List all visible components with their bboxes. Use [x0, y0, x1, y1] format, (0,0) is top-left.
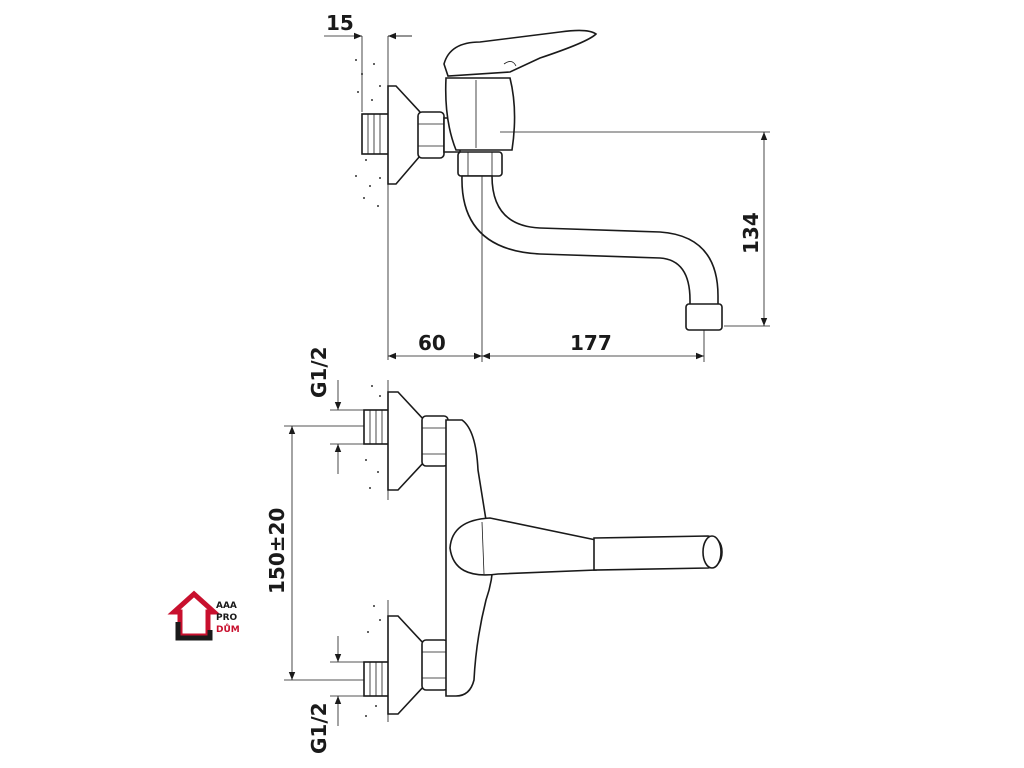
logo-line-3: DŮM — [216, 623, 240, 635]
wall-hatch-side — [355, 59, 381, 207]
dim-inlet-spacing: 150±20 — [265, 508, 289, 594]
front-view: G1/2 G1/2 150±20 — [265, 346, 723, 754]
dim-thread-bottom: G1/2 — [307, 702, 331, 754]
dim-spout-height: 134 — [739, 212, 763, 254]
wall-hatch-front — [365, 385, 381, 717]
dim-projection: 60 — [418, 331, 446, 355]
dim-thread-top: G1/2 — [307, 346, 331, 398]
logo-line-2: PRO — [216, 613, 238, 623]
dim-wall-offset: 15 — [326, 11, 354, 35]
house-icon — [167, 590, 221, 641]
logo-line-1: AAA — [216, 601, 237, 611]
side-view: 15 60 177 134 — [324, 11, 770, 362]
dim-spout-reach: 177 — [570, 331, 612, 355]
brand-logo: AAA PRO DŮM — [167, 590, 240, 641]
